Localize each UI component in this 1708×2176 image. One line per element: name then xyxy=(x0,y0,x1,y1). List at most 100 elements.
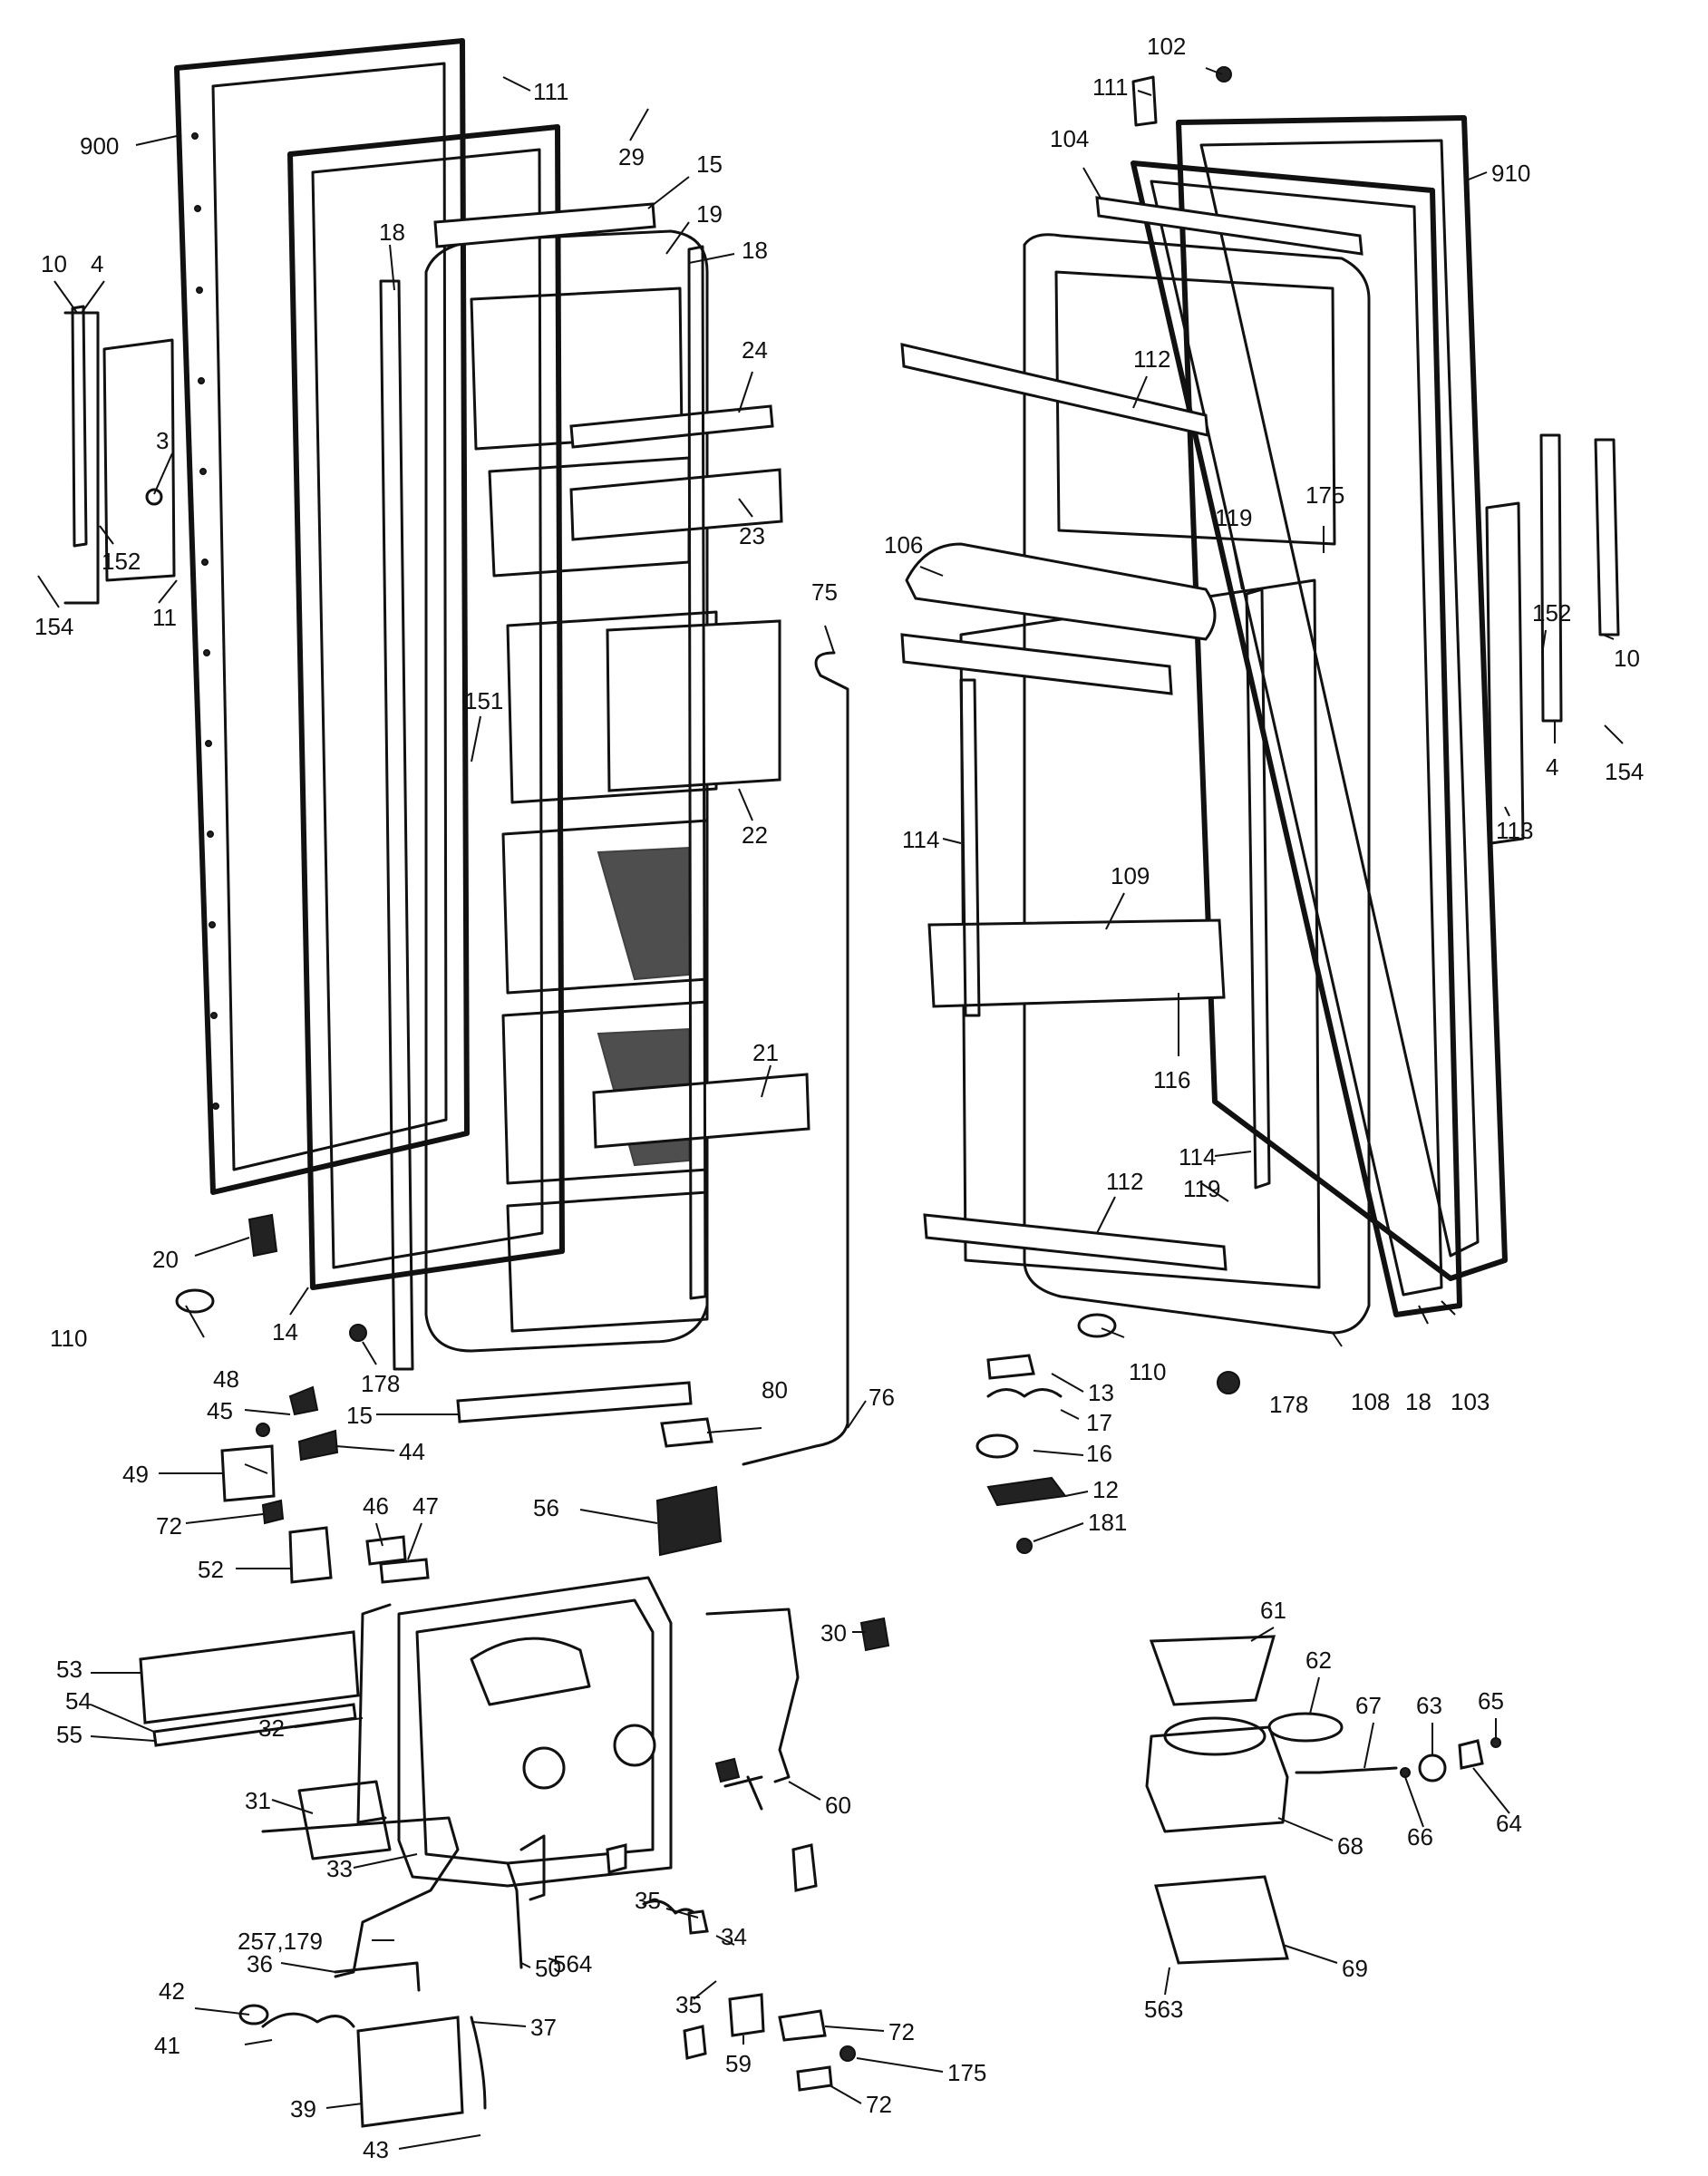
left-door-gasket xyxy=(287,124,565,1290)
callout-111-right: 111 xyxy=(1092,73,1129,101)
callout-42: 42 xyxy=(159,1977,185,2005)
callout-114-left: 114 xyxy=(902,826,939,853)
callout-36: 36 xyxy=(247,1950,273,1977)
callout-10-left: 10 xyxy=(41,250,67,277)
callout-39: 39 xyxy=(290,2095,316,2123)
callout-564: 564 xyxy=(553,1950,592,1977)
callout-53: 53 xyxy=(56,1656,82,1683)
callout-178-right: 178 xyxy=(1269,1391,1308,1418)
callout-24: 24 xyxy=(742,336,768,364)
callout-76: 76 xyxy=(869,1384,895,1411)
callout-47: 47 xyxy=(412,1492,439,1520)
callout-43: 43 xyxy=(363,2136,389,2163)
leader-lines xyxy=(37,67,1624,2150)
callout-80: 80 xyxy=(762,1376,788,1404)
callout-69: 69 xyxy=(1342,1955,1368,1982)
left-hinge-and-plates xyxy=(102,338,367,1342)
callout-72-b: 72 xyxy=(888,2018,915,2045)
callout-66: 66 xyxy=(1407,1823,1433,1851)
callout-175-right: 175 xyxy=(1305,481,1344,509)
callout-13: 13 xyxy=(1088,1379,1114,1406)
callout-11: 11 xyxy=(152,604,177,631)
callout-910: 910 xyxy=(1491,160,1530,187)
callout-900: 900 xyxy=(80,132,119,160)
callout-60: 60 xyxy=(825,1792,851,1819)
callout-35-b: 35 xyxy=(675,1991,702,2018)
callout-45: 45 xyxy=(207,1397,233,1424)
callout-18-left-a: 18 xyxy=(379,219,405,246)
callout-112-top: 112 xyxy=(1133,345,1170,373)
callout-15-top: 15 xyxy=(696,151,723,178)
callout-12: 12 xyxy=(1092,1476,1119,1503)
callout-108: 108 xyxy=(1351,1388,1390,1415)
right-door-shelves xyxy=(900,196,1363,1271)
lower-mechanism-parts xyxy=(238,1757,856,2128)
callout-103: 103 xyxy=(1451,1388,1490,1415)
callout-119-top: 119 xyxy=(1215,504,1252,531)
left-door-trim-strips xyxy=(63,245,707,1371)
dispenser-housing xyxy=(139,1576,673,1888)
right-door-rails xyxy=(959,66,1620,1394)
callout-152-left: 152 xyxy=(102,548,141,575)
callout-112-bottom: 112 xyxy=(1106,1168,1143,1195)
callout-30: 30 xyxy=(820,1619,847,1647)
callout-3: 3 xyxy=(156,427,169,454)
callout-104: 104 xyxy=(1050,125,1089,152)
callout-4-right: 4 xyxy=(1546,753,1558,781)
callout-44: 44 xyxy=(399,1438,425,1465)
callout-54: 54 xyxy=(65,1687,92,1715)
ice-chute-parts xyxy=(1145,1635,1501,1965)
callout-151: 151 xyxy=(464,687,503,714)
callout-52: 52 xyxy=(198,1556,224,1583)
callout-18-left-b: 18 xyxy=(742,237,768,264)
callout-102: 102 xyxy=(1147,33,1186,60)
callout-257-179: 257,179 xyxy=(238,1928,323,1955)
callout-10-right: 10 xyxy=(1614,645,1640,672)
callout-32: 32 xyxy=(258,1715,285,1742)
callout-114-right: 114 xyxy=(1179,1143,1216,1171)
callout-35-a: 35 xyxy=(635,1887,661,1914)
callout-110-right: 110 xyxy=(1129,1358,1166,1385)
callout-72-c: 72 xyxy=(866,2091,892,2118)
callout-31: 31 xyxy=(245,1787,271,1814)
callout-75: 75 xyxy=(811,578,838,606)
callout-19: 19 xyxy=(696,200,723,228)
callout-152-right: 152 xyxy=(1532,599,1571,627)
callout-61: 61 xyxy=(1260,1597,1286,1624)
callout-20: 20 xyxy=(152,1246,179,1273)
callout-33: 33 xyxy=(326,1855,353,1882)
callout-65: 65 xyxy=(1478,1687,1504,1715)
callout-111-left: 111 xyxy=(533,78,569,105)
callout-106: 106 xyxy=(884,531,923,559)
callout-21: 21 xyxy=(752,1039,779,1066)
callout-14: 14 xyxy=(272,1318,298,1345)
callout-68: 68 xyxy=(1337,1832,1363,1860)
callout-154-left: 154 xyxy=(34,613,73,640)
callout-29: 29 xyxy=(618,143,645,170)
callout-56: 56 xyxy=(533,1494,559,1521)
callout-154-right: 154 xyxy=(1605,758,1644,785)
callout-113: 113 xyxy=(1496,817,1533,844)
callout-34: 34 xyxy=(721,1923,747,1950)
left-door-liner xyxy=(424,229,781,1353)
callout-109: 109 xyxy=(1111,862,1150,889)
callout-50: 50 xyxy=(535,1955,561,1982)
callout-72-a: 72 xyxy=(156,1512,182,1540)
callout-23: 23 xyxy=(739,522,765,549)
water-tube xyxy=(660,651,849,1466)
callout-175-bottom: 175 xyxy=(947,2059,986,2086)
callout-181: 181 xyxy=(1088,1509,1127,1536)
callout-4-left: 4 xyxy=(91,250,103,277)
left-door-outer-panel xyxy=(174,38,470,1195)
callout-55: 55 xyxy=(56,1721,82,1748)
callout-15-bottom: 15 xyxy=(346,1402,373,1429)
hinge-bracket-parts xyxy=(975,1354,1067,1554)
right-door-gasket xyxy=(1131,160,1462,1317)
callout-62: 62 xyxy=(1305,1647,1332,1674)
callout-18-right: 18 xyxy=(1405,1388,1431,1415)
callout-116: 116 xyxy=(1153,1066,1190,1093)
callout-563: 563 xyxy=(1144,1996,1183,2023)
callout-110-left: 110 xyxy=(50,1325,87,1352)
callout-64: 64 xyxy=(1496,1810,1522,1837)
